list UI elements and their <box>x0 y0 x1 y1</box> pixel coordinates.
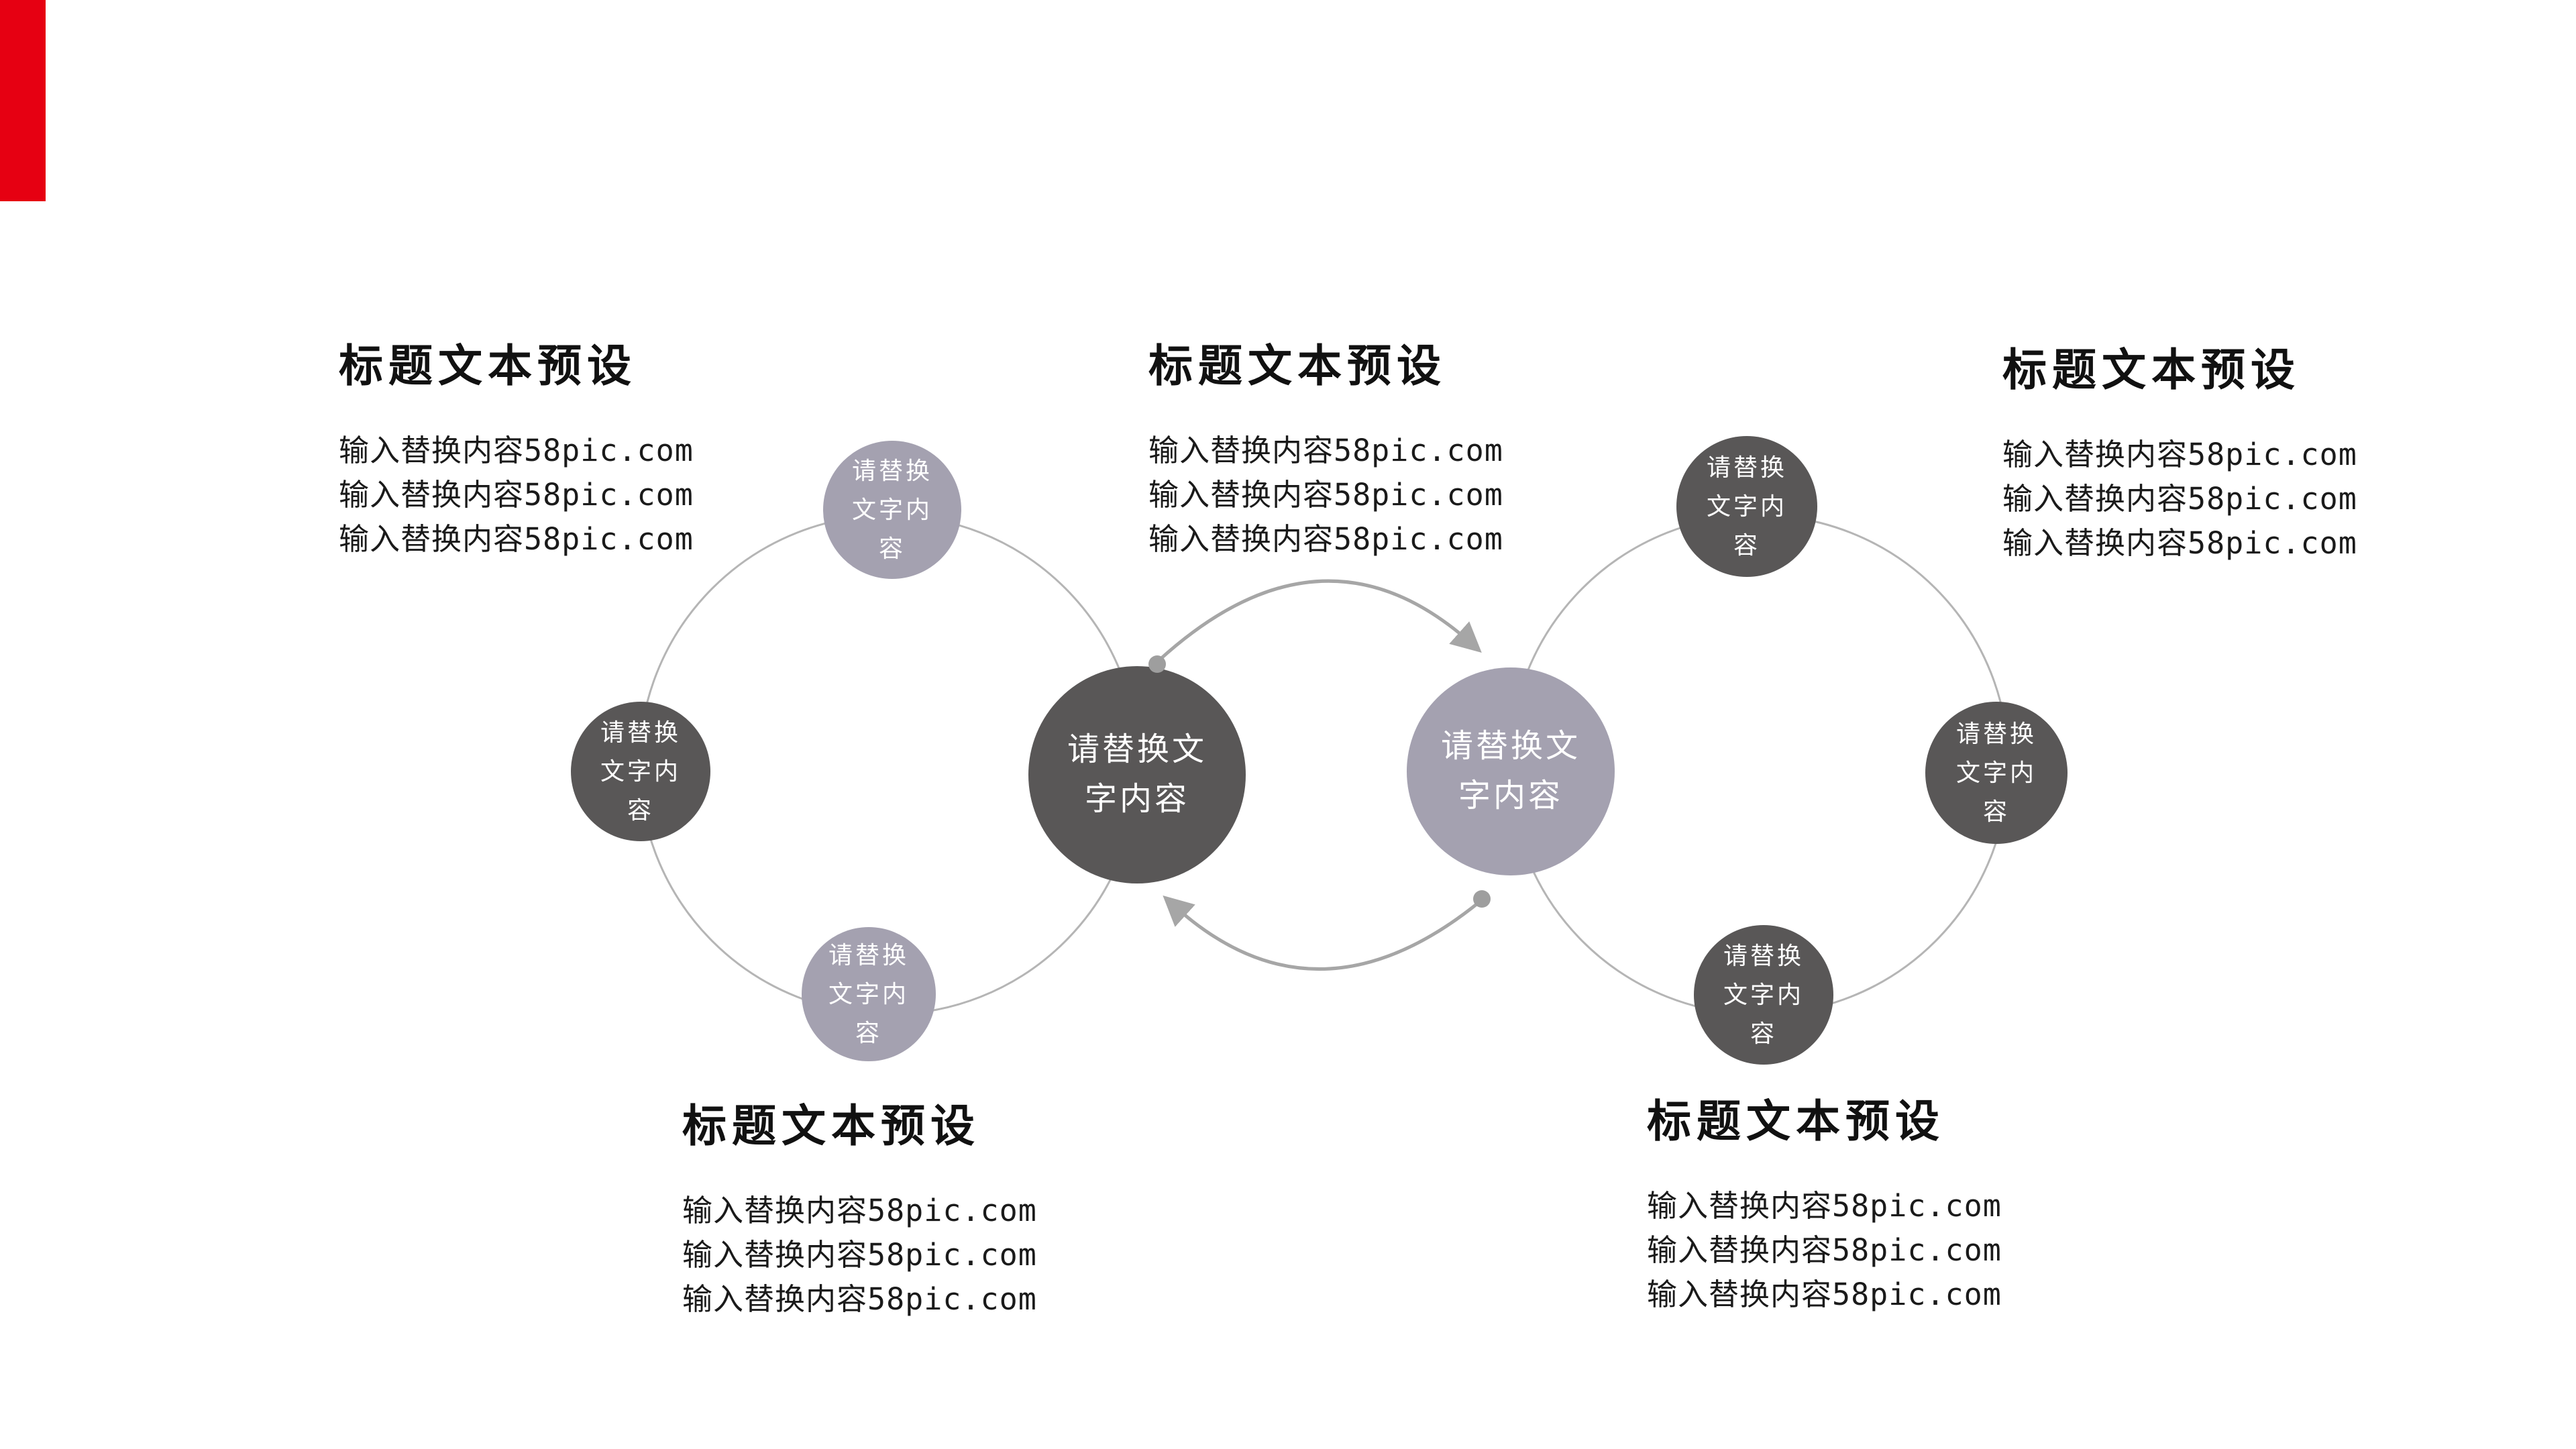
block-title: 标题文本预设 <box>1647 1096 1945 1146</box>
block-line: 输入替换内容58pic.com <box>682 1237 1037 1273</box>
block-line: 输入替换内容58pic.com <box>1148 477 1503 513</box>
text-block-top-right: 标题文本预设 输入替换内容58pic.com 输入替换内容58pic.com 输… <box>2002 347 2357 566</box>
block-line: 输入替换内容58pic.com <box>1148 521 1503 557</box>
top-curved-arrow <box>1158 579 1482 661</box>
block-line: 输入替换内容58pic.com <box>339 521 694 557</box>
circle-right-ring-right: 请替换 文字内 容 <box>1925 702 2068 844</box>
circle-right-ring-top: 请替换 文字内 容 <box>1676 436 1817 577</box>
text-block-bottom-left: 标题文本预设 输入替换内容58pic.com 输入替换内容58pic.com 输… <box>682 1104 1037 1322</box>
block-line: 输入替换内容58pic.com <box>339 477 694 513</box>
bottom-curved-arrow <box>1163 895 1481 971</box>
block-line: 输入替换内容58pic.com <box>2002 437 2357 472</box>
circle-hub-right: 请替换文 字内容 <box>1407 667 1615 875</box>
block-line: 输入替换内容58pic.com <box>682 1281 1037 1317</box>
block-title: 标题文本预设 <box>2002 345 2300 394</box>
block-line: 输入替换内容58pic.com <box>1148 433 1503 468</box>
text-block-bottom-right: 标题文本预设 输入替换内容58pic.com 输入替换内容58pic.com 输… <box>1647 1099 2002 1317</box>
block-title: 标题文本预设 <box>339 341 637 390</box>
text-block-top-left: 标题文本预设 输入替换内容58pic.com 输入替换内容58pic.com 输… <box>339 343 694 561</box>
bottom-arrow-start-dot <box>1473 890 1491 908</box>
block-title: 标题文本预设 <box>682 1101 980 1150</box>
block-line: 输入替换内容58pic.com <box>339 433 694 468</box>
block-line: 输入替换内容58pic.com <box>1647 1232 2002 1268</box>
circle-left-ring-top: 请替换 文字内 容 <box>823 441 961 579</box>
block-line: 输入替换内容58pic.com <box>1647 1188 2002 1224</box>
text-block-top-center: 标题文本预设 输入替换内容58pic.com 输入替换内容58pic.com 输… <box>1148 343 1503 561</box>
circle-left-ring-bottom: 请替换 文字内 容 <box>802 927 936 1061</box>
block-line: 输入替换内容58pic.com <box>1647 1277 2002 1312</box>
circle-right-ring-bottom: 请替换 文字内 容 <box>1694 925 1833 1065</box>
block-line: 输入替换内容58pic.com <box>682 1193 1037 1228</box>
block-title: 标题文本预设 <box>1148 341 1446 390</box>
block-line: 输入替换内容58pic.com <box>2002 525 2357 561</box>
block-line: 输入替换内容58pic.com <box>2002 481 2357 517</box>
circle-left-ring-left: 请替换 文字内 容 <box>571 702 710 841</box>
circle-hub-left: 请替换文 字内容 <box>1028 666 1246 883</box>
red-accent-bar <box>0 0 46 201</box>
